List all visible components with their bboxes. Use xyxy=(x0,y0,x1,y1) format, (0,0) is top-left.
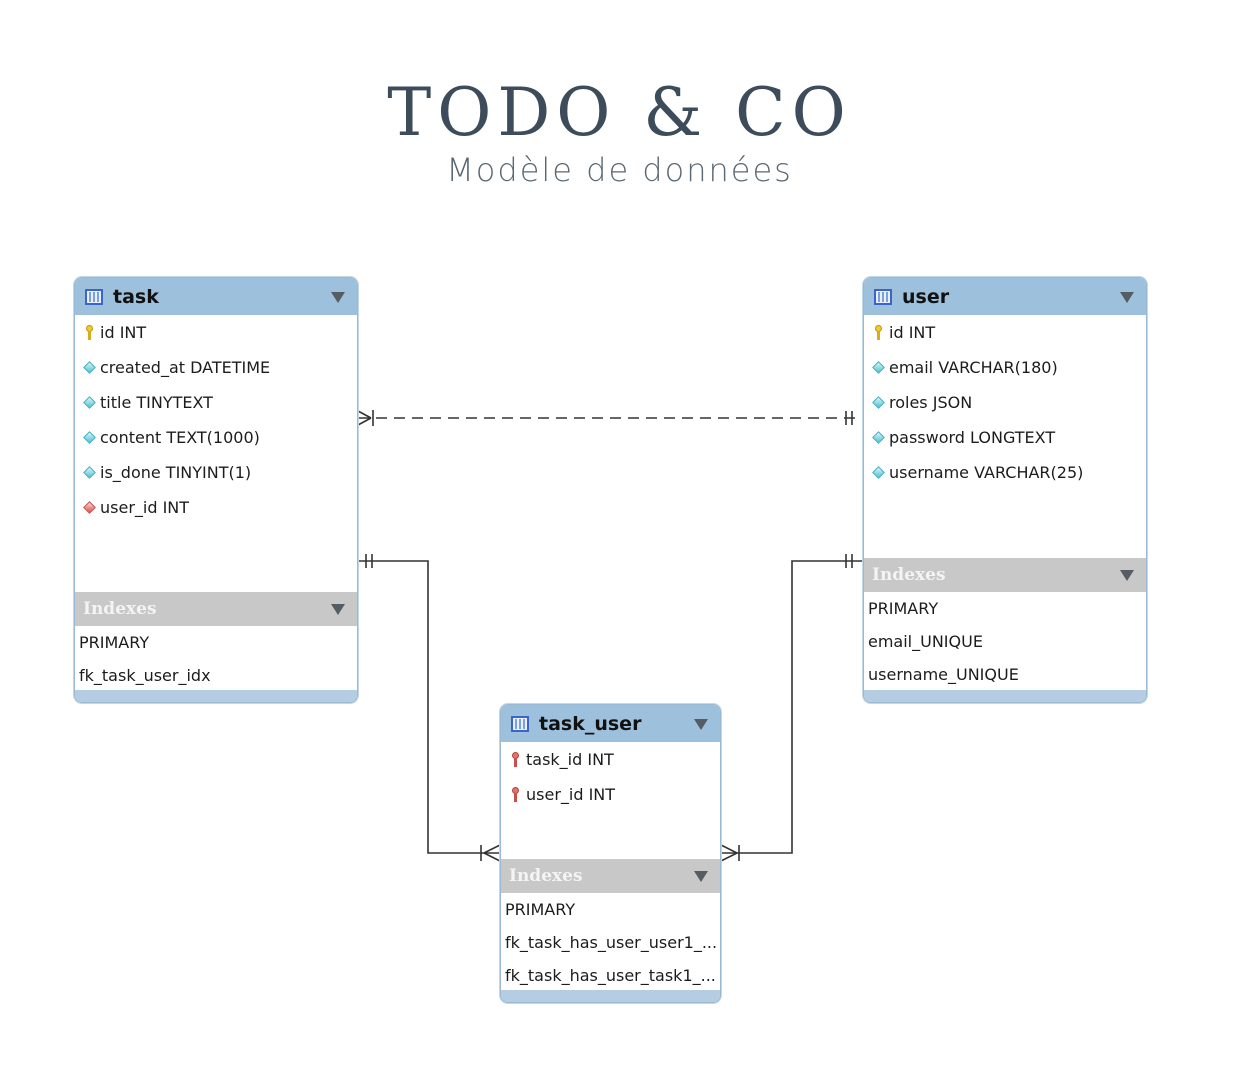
table-name: user xyxy=(902,285,950,308)
relationship-task-task-user[interactable] xyxy=(358,554,501,862)
collapse-triangle-icon[interactable] xyxy=(331,292,345,303)
column-label: content TEXT(1000) xyxy=(100,428,260,447)
index-row[interactable]: PRIMARY xyxy=(868,599,939,618)
relationship-task-user[interactable] xyxy=(357,410,862,426)
diagram-subtitle: Modèle de données xyxy=(446,151,793,189)
column-diamond-icon xyxy=(872,395,885,410)
indexes-label: Indexes xyxy=(509,866,583,886)
column-row[interactable]: username VARCHAR(25) xyxy=(864,455,1146,490)
table-icon xyxy=(85,288,103,305)
column-row[interactable]: is_done TINYINT(1) xyxy=(75,455,357,490)
table-task-user[interactable]: task_user task_id INT user_id INT Indexe… xyxy=(500,704,721,1003)
index-row[interactable]: username_UNIQUE xyxy=(868,665,1019,684)
column-label: id INT xyxy=(889,323,936,342)
column-label: id INT xyxy=(100,323,147,342)
column-row[interactable]: content TEXT(1000) xyxy=(75,420,357,455)
column-row[interactable]: password LONGTEXT xyxy=(864,420,1146,455)
column-diamond-icon xyxy=(83,395,96,410)
column-diamond-icon xyxy=(872,465,885,480)
column-row[interactable]: id INT xyxy=(864,315,1146,350)
indexes-label: Indexes xyxy=(83,599,157,619)
indexes-header[interactable]: Indexes xyxy=(75,592,357,626)
column-label: task_id INT xyxy=(526,750,614,769)
foreign-primary-key-icon xyxy=(509,752,522,767)
column-row[interactable]: task_id INT xyxy=(501,742,720,777)
crows-foot-mark xyxy=(483,844,501,854)
column-label: roles JSON xyxy=(889,393,973,412)
table-icon xyxy=(511,715,529,732)
column-label: username VARCHAR(25) xyxy=(889,463,1084,482)
collapse-triangle-icon[interactable] xyxy=(694,719,708,730)
column-label: is_done TINYINT(1) xyxy=(100,463,252,482)
column-row[interactable]: user_id INT xyxy=(75,490,357,525)
primary-key-icon xyxy=(83,325,96,340)
table-footer xyxy=(75,690,357,702)
diagram-title: TODO & CO xyxy=(387,74,852,151)
column-diamond-icon xyxy=(83,430,96,445)
collapse-triangle-icon[interactable] xyxy=(331,604,345,615)
column-diamond-icon xyxy=(872,430,885,445)
indexes-label: Indexes xyxy=(872,565,946,585)
column-label: email VARCHAR(180) xyxy=(889,358,1058,377)
table-icon xyxy=(874,288,892,305)
table-footer xyxy=(864,690,1146,702)
table-name: task_user xyxy=(539,712,642,735)
table-header[interactable]: task xyxy=(75,278,357,315)
crows-foot-mark xyxy=(720,852,738,862)
collapse-triangle-icon[interactable] xyxy=(1120,570,1134,581)
crows-foot-mark xyxy=(357,417,372,426)
column-diamond-icon xyxy=(83,465,96,480)
column-label: title TINYTEXT xyxy=(100,393,213,412)
index-row[interactable]: fk_task_has_user_user1_... xyxy=(505,933,718,952)
primary-key-icon xyxy=(872,325,885,340)
foreign-primary-key-icon xyxy=(509,787,522,802)
index-row[interactable]: email_UNIQUE xyxy=(868,632,983,651)
crows-foot-mark xyxy=(357,410,372,419)
column-list: id INT email VARCHAR(180) roles JSON pas… xyxy=(864,315,1146,558)
table-header[interactable]: user xyxy=(864,278,1146,315)
column-list: id INT created_at DATETIME title TINYTEX… xyxy=(75,315,357,592)
relationship-line-solid xyxy=(358,560,500,854)
foreign-key-diamond-icon xyxy=(83,500,96,515)
column-row[interactable]: created_at DATETIME xyxy=(75,350,357,385)
column-row[interactable]: title TINYTEXT xyxy=(75,385,357,420)
index-row[interactable]: fk_task_has_user_task1_... xyxy=(505,966,716,985)
column-row[interactable]: email VARCHAR(180) xyxy=(864,350,1146,385)
index-row[interactable]: PRIMARY xyxy=(505,900,576,919)
column-label: created_at DATETIME xyxy=(100,358,271,377)
table-task[interactable]: task id INT created_at DATETIME title TI… xyxy=(74,277,358,703)
column-row[interactable]: roles JSON xyxy=(864,385,1146,420)
table-footer xyxy=(501,990,720,1002)
column-diamond-icon xyxy=(872,360,885,375)
table-user[interactable]: user id INT email VARCHAR(180) roles JSO… xyxy=(863,277,1147,703)
collapse-triangle-icon[interactable] xyxy=(1120,292,1134,303)
column-label: user_id INT xyxy=(100,498,190,517)
column-diamond-icon xyxy=(83,360,96,375)
collapse-triangle-icon[interactable] xyxy=(694,871,708,882)
column-row[interactable]: id INT xyxy=(75,315,357,350)
crows-foot-mark xyxy=(483,852,501,862)
table-name: task xyxy=(113,285,159,308)
column-label: user_id INT xyxy=(526,785,616,804)
column-label: password LONGTEXT xyxy=(889,428,1056,447)
relationship-user-task-user[interactable] xyxy=(720,554,862,862)
relationship-line-solid xyxy=(721,560,862,854)
column-row[interactable]: user_id INT xyxy=(501,777,720,812)
indexes-header[interactable]: Indexes xyxy=(501,859,720,893)
index-row[interactable]: PRIMARY xyxy=(79,633,150,652)
indexes-header[interactable]: Indexes xyxy=(864,558,1146,592)
table-header[interactable]: task_user xyxy=(501,705,720,742)
crows-foot-mark xyxy=(720,844,738,854)
column-list: task_id INT user_id INT xyxy=(501,742,720,859)
index-row[interactable]: fk_task_user_idx xyxy=(79,666,211,685)
